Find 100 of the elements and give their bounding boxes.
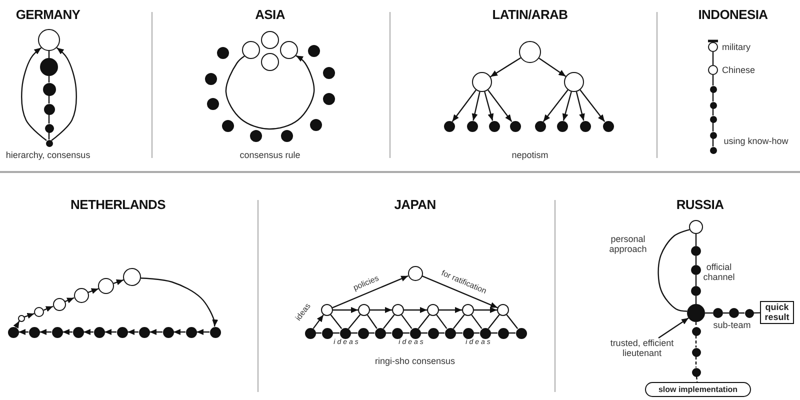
curved-arrow [21,47,47,141]
arrow [64,297,74,304]
arrow [43,306,54,312]
filled-dot-node [710,116,716,122]
arrow [474,307,497,313]
arrow [580,90,606,122]
filled-dot-node [52,326,62,338]
arrow [439,307,462,313]
filled-dot-node [498,328,508,338]
filled-dot-node [691,246,701,256]
arrow [88,288,99,294]
filled-dot-node [217,47,229,59]
filled-dot-node [138,326,150,338]
connector-line [696,376,698,382]
arrow [332,275,408,308]
filled-dot-node [72,326,84,338]
filled-dot-node [46,140,52,146]
panel-title: ASIA [255,8,285,22]
open-circle-node [261,53,279,71]
filled-dot-node [281,130,293,142]
filled-dot-node [358,328,368,338]
filled-dot-node [744,308,754,318]
arrow [472,92,480,121]
filled-dot-node [480,328,490,338]
filled-dot-node [44,124,54,132]
arrow [40,329,52,335]
arrow [370,307,392,313]
node-caption: Chinese [722,65,756,75]
open-circle-node [564,72,584,92]
arrow [312,314,324,329]
arrow [542,90,568,122]
open-circle-node [38,29,60,51]
arrow [488,90,512,122]
panel-title: JAPAN [394,198,436,212]
filled-dot-node [42,82,56,96]
open-circle-node [462,304,474,316]
node-caption: military [722,42,750,52]
filled-dot-node [580,120,590,132]
connector-line [488,314,500,330]
caption-text: sub-team [713,321,751,331]
arrow [538,58,566,77]
filled-dot-node [534,120,546,132]
filled-dot-node [510,120,520,132]
connector-line [695,322,697,326]
curved-arrow [140,278,218,327]
open-circle-node [321,304,333,316]
connector-line [695,234,697,246]
open-circle-node [408,266,422,280]
connector-line [712,75,714,86]
connector-line [753,312,760,314]
open-circle-node [497,304,509,316]
pill-text: slow implementation [658,385,738,394]
filled-dot-node [466,120,478,132]
filled-dot-node [116,326,128,338]
panel-title: LATIN/ARAB [492,8,568,22]
arrow [84,329,94,335]
filled-dot-node [323,93,335,105]
caption-text: hierarchy, consensus [6,151,90,161]
connector-line [452,314,465,330]
open-circle-node [123,268,141,286]
caption-text: using know-how [724,137,788,147]
box-text: quick result [764,303,790,322]
curved-arrow [51,47,77,141]
open-circle-node [98,278,114,294]
open-circle-node [358,304,370,316]
filled-dot-node [207,98,219,110]
open-circle-node [34,307,44,317]
connector-line [695,336,697,348]
filled-dot-node [322,328,332,338]
filled-dot-node [692,368,700,376]
filled-dot-node [710,146,716,154]
result-box [760,301,794,324]
filled-dot-node [304,328,316,338]
arrow [62,329,72,335]
filled-dot-node [250,130,262,142]
filled-dot-node [516,328,526,338]
filled-dot-node [710,102,716,108]
filled-dot-node [488,120,500,132]
filled-dot-node [310,119,322,131]
filled-dot-node [44,104,54,114]
filled-dot-node [205,73,217,85]
open-circle-node [18,314,24,322]
filled-dot-node [392,328,402,338]
filled-dot-node [162,326,174,338]
connector-line [695,275,697,286]
filled-dot-node [444,120,454,132]
filled-dot-node [323,67,335,79]
caption-text: nepotism [512,151,548,161]
filled-dot-node [340,328,350,338]
filled-dot-node [428,328,438,338]
arrow [13,320,20,329]
filled-dot-node [691,265,701,275]
filled-dot-node [729,308,739,318]
arrow [174,329,186,335]
caption-text: official channel [702,263,736,283]
filled-dot-node [710,132,716,138]
filled-dot-node [444,328,456,338]
arrow [658,318,689,338]
open-circle-node [74,288,88,302]
connector-line [506,314,518,330]
